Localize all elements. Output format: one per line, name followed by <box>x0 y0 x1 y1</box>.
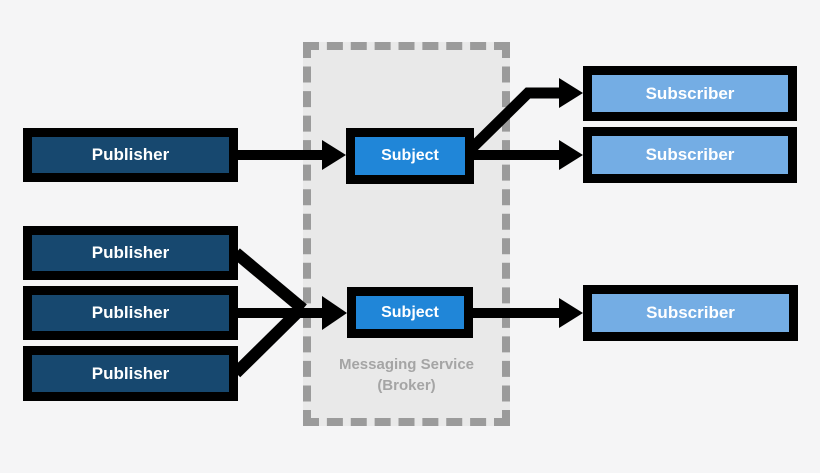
subscriber-box-2: Subscriber <box>583 127 797 183</box>
arrow-head-icon <box>322 296 347 330</box>
publisher-label: Publisher <box>91 145 170 164</box>
arrow-head-icon <box>322 140 346 170</box>
publisher-label: Publisher <box>91 243 170 262</box>
subject-label: Subject <box>381 303 439 321</box>
arrow-subject2-to-subscriber3 <box>469 298 583 328</box>
arrow-publisher3-to-subject2 <box>236 296 347 330</box>
subscriber-label: Subscriber <box>645 145 735 164</box>
arrow-head-icon <box>559 78 583 108</box>
arrow-head-icon <box>559 298 583 328</box>
arrow-publisher4-to-subject2 <box>231 302 308 378</box>
subscriber-box-3: Subscriber <box>583 285 798 341</box>
arrow-head-icon <box>559 140 583 170</box>
arrow-subject1-to-subscriber2 <box>469 140 583 170</box>
publisher-box-1: Publisher <box>23 128 238 182</box>
broker-label-line2: (Broker) <box>377 377 436 394</box>
subscriber-label: Subscriber <box>646 303 735 322</box>
publisher-box-4: Publisher <box>23 346 238 401</box>
publisher-box-2: Publisher <box>23 226 238 280</box>
broker-label: Messaging Service (Broker) <box>311 354 502 396</box>
publisher-label: Publisher <box>91 303 170 322</box>
publisher-box-3: Publisher <box>23 286 238 340</box>
arrow-publisher1-to-subject1 <box>237 140 346 170</box>
arrow-publisher2-to-subject2 <box>232 248 307 314</box>
broker-label-line1: Messaging Service <box>338 356 475 373</box>
subscriber-box-1: Subscriber <box>583 66 797 121</box>
arrow-subject1-to-subscriber1 <box>463 78 583 157</box>
subject-label: Subject <box>381 147 439 164</box>
subscriber-label: Subscriber <box>645 83 735 103</box>
subject-box-2: Subject <box>347 287 473 338</box>
publisher-label: Publisher <box>91 363 170 383</box>
subject-box-1: Subject <box>346 128 474 184</box>
broker-container: Messaging Service (Broker) <box>303 42 510 426</box>
